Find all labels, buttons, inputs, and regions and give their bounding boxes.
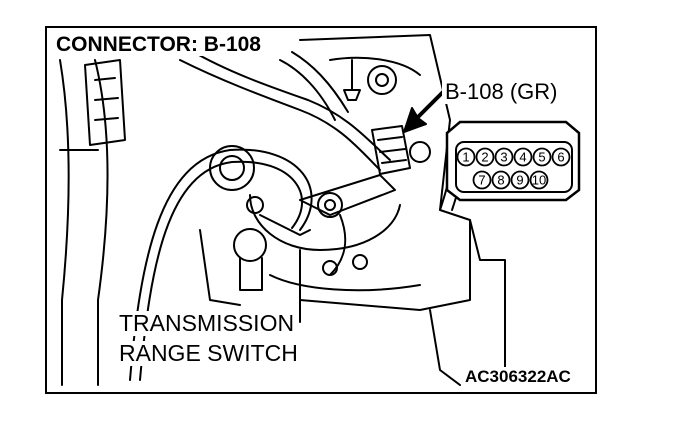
connector-pin-number: 3 <box>500 150 507 165</box>
connector-pin-number: 8 <box>497 173 504 188</box>
range-switch-body <box>249 194 401 251</box>
connector-pin-number: 10 <box>532 173 546 188</box>
connector-pin-number: 7 <box>478 173 485 188</box>
connector-pin-number: 2 <box>481 150 488 165</box>
connector-pin-number: 6 <box>557 150 564 165</box>
component-label-line1: TRANSMISSION <box>117 310 297 336</box>
b108-connector-body <box>371 125 411 175</box>
connector-pin-number: 5 <box>538 150 545 165</box>
connector-pin-7: 7 <box>472 170 492 190</box>
connector-title: CONNECTOR: B-108 <box>53 33 264 56</box>
transmission-case <box>299 34 471 311</box>
connector-pin-number: 4 <box>519 150 526 165</box>
connector-pin-6: 6 <box>551 147 571 167</box>
connector-pin-3: 3 <box>494 147 514 167</box>
left-pipe <box>59 59 70 386</box>
connector-pin-1: 1 <box>456 147 476 167</box>
connector-pin-9: 9 <box>510 170 530 190</box>
connector-pin-10: 10 <box>529 170 549 190</box>
connector-pin-number: 1 <box>462 150 469 165</box>
connector-pin-8: 8 <box>491 170 511 190</box>
connector-pin-number: 9 <box>516 173 523 188</box>
connector-pin-4: 4 <box>513 147 533 167</box>
figure-code: AC306322AC <box>463 367 573 386</box>
connector-pin-2: 2 <box>475 147 495 167</box>
connector-id-label: B-108 (GR) <box>442 80 561 104</box>
component-label-line2: RANGE SWITCH <box>117 340 300 366</box>
connector-pin-5: 5 <box>532 147 552 167</box>
cable-loop <box>129 148 313 381</box>
